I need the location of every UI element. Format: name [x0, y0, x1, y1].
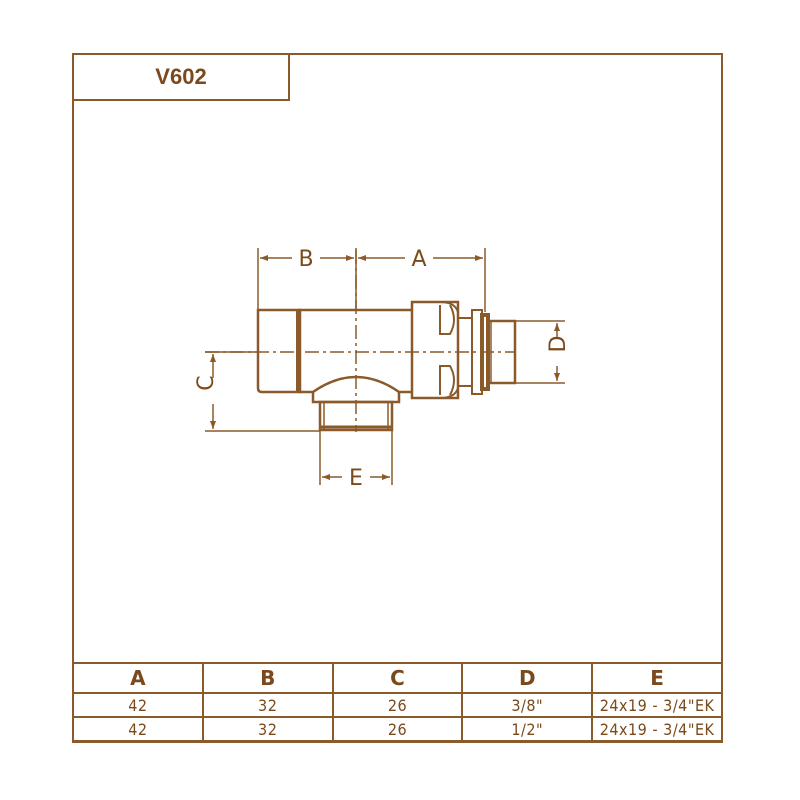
- cell-a: 42: [72, 692, 204, 718]
- cell-d: 3/8": [461, 692, 594, 718]
- cell-a: 42: [72, 716, 204, 742]
- model-title: V602: [155, 64, 207, 89]
- header-c: C: [331, 662, 464, 694]
- body-main: [298, 308, 412, 394]
- header-a: A: [72, 662, 204, 694]
- dim-label-d: D: [546, 336, 571, 353]
- title-box: V602: [72, 53, 290, 101]
- table-row: 42 32 26 1/2" 24x19 - 3/4"EK: [72, 716, 723, 742]
- bottom-outlet-thread: [318, 400, 394, 432]
- drawing-frame: [72, 53, 723, 743]
- header-b: B: [201, 662, 334, 694]
- header-d: D: [461, 662, 594, 694]
- right-nut: [410, 300, 460, 400]
- cell-b: 32: [201, 692, 334, 718]
- cell-b: 32: [201, 716, 334, 742]
- dimensions-table: A B C D E 42 32 26 3/8" 24x19 - 3/4"EK 4…: [72, 662, 723, 742]
- dim-label-a: A: [411, 247, 426, 272]
- cell-e: 24x19 - 3/4"EK: [591, 716, 723, 742]
- dim-label-b: B: [298, 247, 313, 272]
- cell-d: 1/2": [461, 716, 594, 742]
- dim-label-c: C: [194, 375, 219, 390]
- cell-c: 26: [331, 692, 464, 718]
- dim-label-e: E: [349, 466, 363, 491]
- right-outlet-thread: [486, 319, 517, 385]
- table-row: 42 32 26 3/8" 24x19 - 3/4"EK: [72, 692, 723, 718]
- header-e: E: [591, 662, 723, 694]
- cell-e: 24x19 - 3/4"EK: [591, 692, 723, 718]
- cell-c: 26: [331, 716, 464, 742]
- body-dome: [312, 375, 400, 394]
- table-header-row: A B C D E: [72, 662, 723, 694]
- body-left-cap: [256, 308, 302, 394]
